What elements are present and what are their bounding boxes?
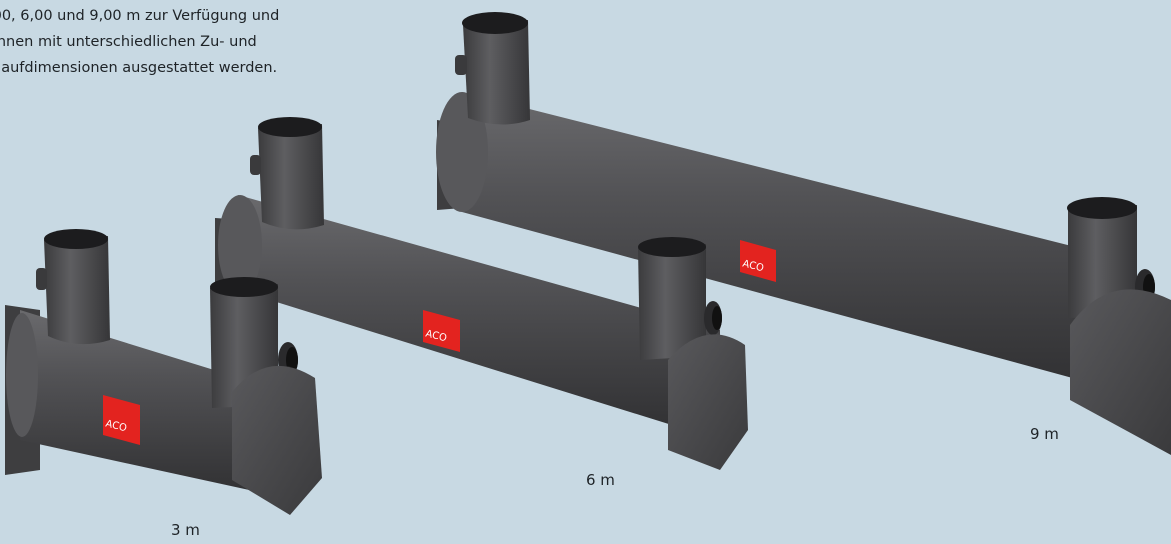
riser-opening [44, 229, 108, 249]
riser-opening [638, 237, 706, 257]
pipe-body [20, 310, 295, 500]
outlet-opening [712, 306, 722, 330]
pipe-body [462, 92, 1135, 395]
aco-logo: ACO [423, 310, 460, 352]
pipe-end-cap [6, 313, 38, 437]
pipe-end-cap [436, 92, 488, 212]
riser-pipe [463, 20, 530, 125]
outlet-opening [286, 347, 298, 373]
riser-opening [258, 117, 322, 137]
logo-text: ACO [424, 328, 448, 344]
logo-text: ACO [741, 258, 765, 274]
end-plate [232, 365, 322, 515]
inlet-stub [36, 268, 47, 290]
length-label-3m: 3 m [171, 521, 200, 539]
pipe-end-cap [218, 195, 262, 295]
pipe-unit-6m: ACO [215, 117, 748, 470]
riser-pipe [44, 236, 110, 345]
pipe-unit-3m: ACO [5, 229, 322, 515]
riser-opening [462, 12, 528, 34]
end-plate [1070, 289, 1171, 455]
description-line-3: blaufdimensionen ausgestattet werden. [0, 60, 278, 76]
aco-logo: ACO [103, 395, 140, 445]
riser-pipe [638, 244, 706, 360]
riser-pipe [258, 124, 324, 230]
aco-logo: ACO [740, 240, 776, 282]
riser-opening [210, 277, 278, 297]
pipe-unit-9m: ACO [436, 12, 1171, 455]
inlet-stub [455, 55, 467, 75]
end-plate [668, 334, 748, 470]
description-text: ,00, 6,00 und 9,00 m zur Verfügung und ö… [0, 3, 368, 81]
riser-pipe [1068, 205, 1137, 318]
riser-opening [1067, 197, 1137, 219]
length-label-6m: 6 m [586, 471, 615, 489]
pipe-body [238, 195, 720, 440]
logo-text: ACO [104, 418, 128, 434]
inlet-stub [250, 155, 261, 175]
description-line-2: önnen mit unterschiedlichen Zu- und [0, 34, 257, 50]
length-label-9m: 9 m [1030, 425, 1059, 443]
description-line-1: ,00, 6,00 und 9,00 m zur Verfügung und [0, 8, 280, 24]
